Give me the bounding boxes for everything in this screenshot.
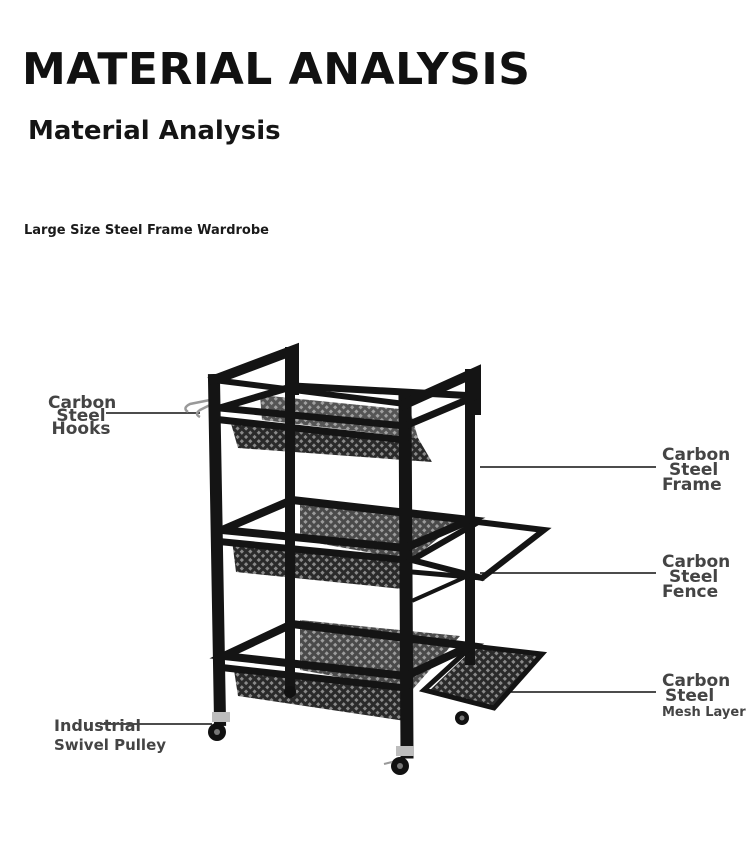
- wheel-back-left: [284, 686, 296, 698]
- callout-pulley-line1: Industrial: [54, 716, 142, 735]
- middle-basket-back: [300, 505, 460, 560]
- side-mesh-layer: [428, 646, 542, 708]
- callout-frame-line2: Steel: [669, 460, 719, 480]
- callout-pulley: Industrial Swivel Pulley: [54, 718, 166, 753]
- callout-fence-line3: Fence: [662, 582, 719, 602]
- callout-fence-line1: Carbon: [662, 552, 731, 572]
- page-title: MATERIAL ANALYSIS: [22, 44, 531, 95]
- bottom-basket-mesh: [234, 670, 412, 722]
- product-caption: Large Size Steel Frame Wardrobe: [24, 223, 269, 238]
- callout-fence: Carbon Steel Fence: [662, 552, 731, 602]
- callout-hooks: Carbon Steel Hooks: [48, 393, 117, 439]
- callout-mesh-line3: Mesh Layer: [662, 705, 746, 720]
- callout-hooks-line3: Hooks: [51, 419, 111, 439]
- callout-frame-line3: Frame: [662, 475, 722, 495]
- callout-mesh-line2: Steel: [665, 686, 715, 706]
- steel-frame: [207, 342, 552, 759]
- callout-hooks-line1: Carbon: [48, 393, 117, 413]
- callout-frame-line1: Carbon: [662, 445, 731, 465]
- wheel-front-left: [208, 712, 230, 741]
- callout-mesh-layer: Carbon Steel Mesh Layer: [662, 673, 746, 721]
- middle-basket-mesh: [232, 540, 412, 590]
- wheel-back-right: [455, 711, 469, 725]
- top-basket-mesh: [230, 420, 432, 462]
- callout-hooks-line2: Steel: [56, 406, 106, 426]
- page-subtitle: Material Analysis: [28, 116, 281, 146]
- callout-pulley-line2: Swivel Pulley: [54, 736, 167, 754]
- callout-lines: [100, 412, 656, 725]
- callout-fence-line2: Steel: [669, 567, 719, 587]
- callout-frame: Carbon Steel Frame: [662, 445, 731, 495]
- wheel-front-right: [383, 746, 414, 775]
- hooks: [184, 398, 213, 419]
- callout-mesh-line1: Carbon: [662, 671, 731, 691]
- swivel-pulleys: [208, 686, 469, 775]
